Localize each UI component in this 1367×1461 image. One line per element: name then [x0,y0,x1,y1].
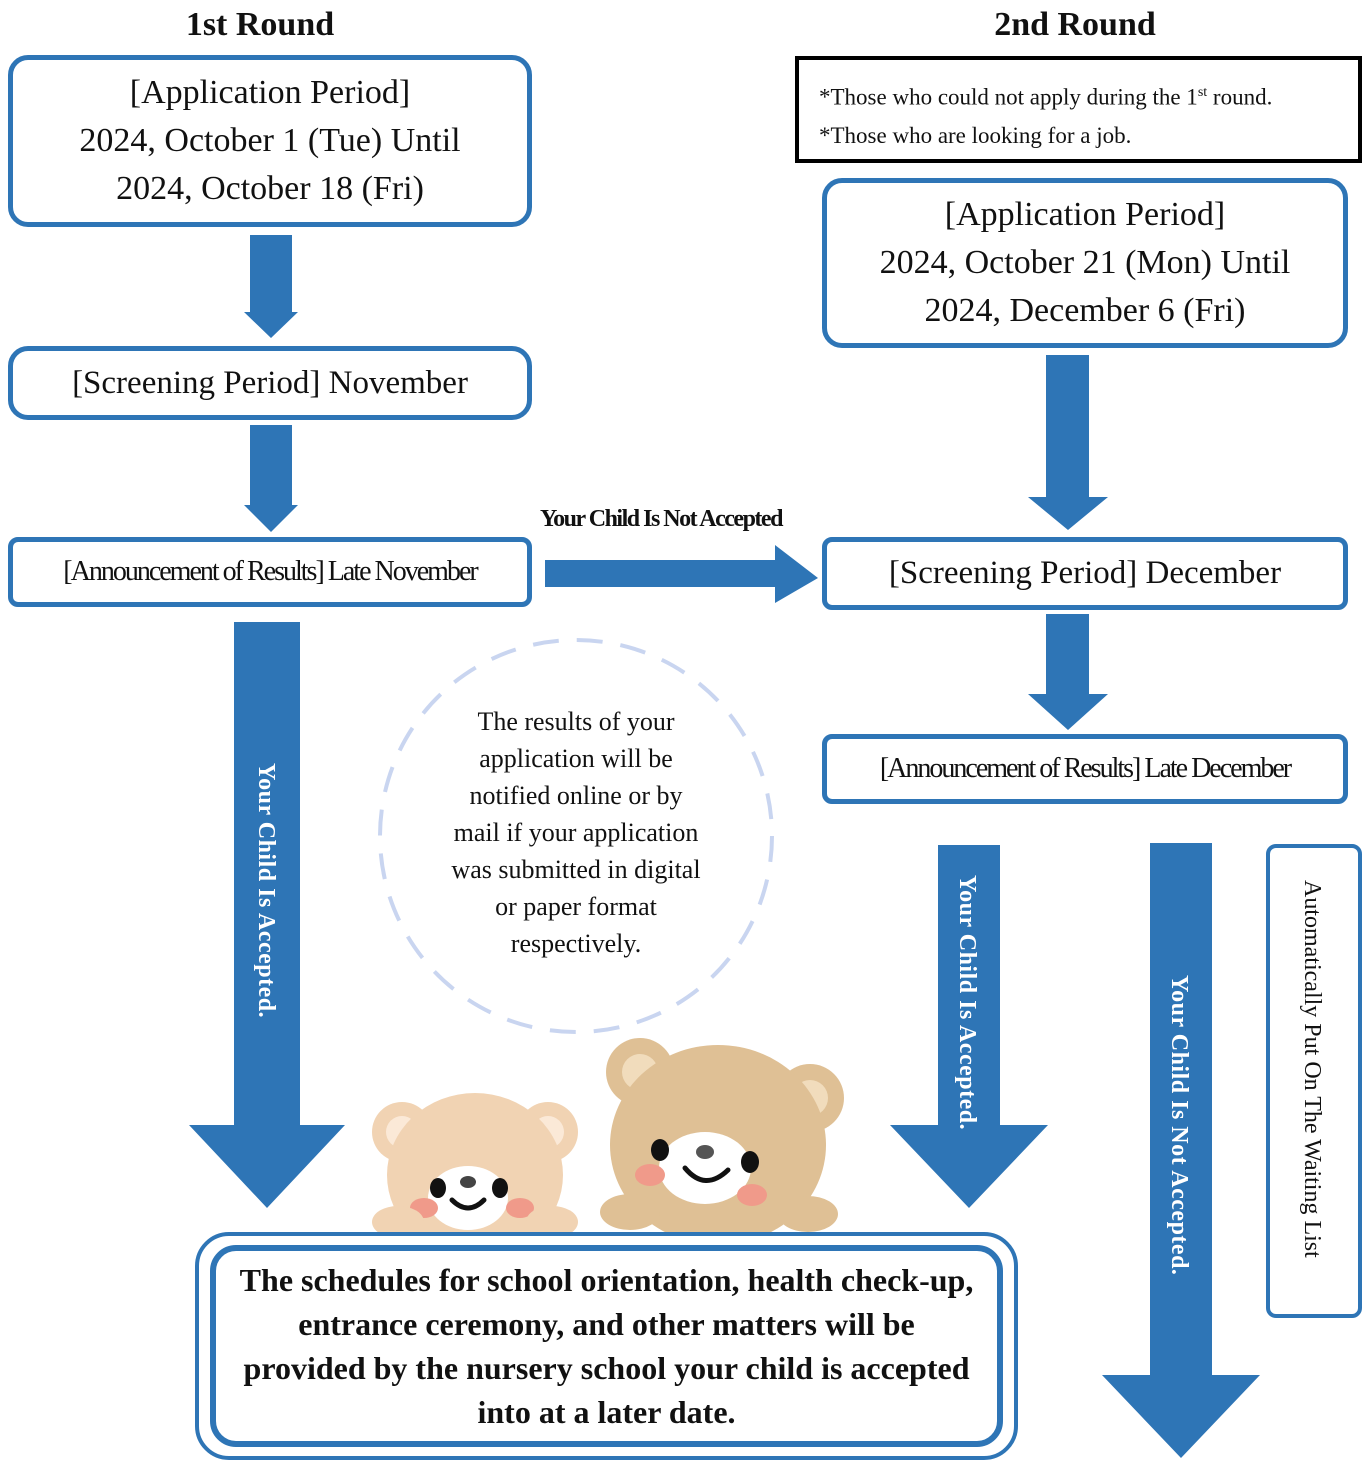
note-line: The results of your [477,707,675,736]
round1-accepted-label: Your Child Is Accepted. [253,763,279,1019]
round1-application-end: 2024, October 18 (Fri) [116,170,424,207]
arrow-down-r2-app-to-screening [1028,355,1108,530]
arrow-down-r1-app-to-screening [244,235,298,338]
note-line: or paper format [495,892,657,921]
note-line: mail if your application [453,818,699,847]
dashed-note-circle [378,638,774,1034]
arrow-down-r2-accepted [890,845,1048,1208]
round2-note-line1: *Those who could not apply during the 1s… [819,84,1273,110]
waiting-list-text: Automatically Put On The Waiting List [1299,880,1325,1258]
results-notification-note: The results of your application will be … [406,703,746,962]
arrow-down-r2-not-accepted [1102,843,1260,1458]
round2-not-accepted-label: Your Child Is Not Accepted. [1166,975,1192,1276]
round2-eligibility-note: *Those who could not apply during the 1s… [795,56,1362,163]
note-line: respectively. [510,929,642,958]
round2-screening-box: [Screening Period] December [822,537,1348,610]
round2-application-box: [Application Period] 2024, October 21 (M… [822,178,1348,348]
round2-screening-text: [Screening Period] December [888,555,1282,591]
round1-announcement-box: [Announcement of Results] Late November [8,537,532,607]
round1-screening-text: [Screening Period] November [72,364,468,401]
arrow-down-r1-screening-to-announcement [244,425,298,532]
bear-left-illustration [372,1093,578,1257]
final-message-text: The schedules for school orientation, he… [239,1262,974,1430]
arrow-down-r1-accepted [189,622,345,1208]
note-line: was submitted in digital [451,855,701,884]
final-message-box: The schedules for school orientation, he… [210,1245,1003,1447]
note-line: notified online or by [469,781,683,810]
round1-application-title: [Application Period] [129,74,411,111]
transfer-not-accepted-label: Your Child Is Not Accepted [540,506,783,532]
arrow-down-r2-screening-to-announcement [1028,614,1108,730]
round2-accepted-label: Your Child Is Accepted. [954,875,980,1131]
round1-application-start: 2024, October 1 (Tue) Until [79,122,461,159]
arrow-right-transfer [545,545,818,603]
round2-note-line2: *Those who are looking for a job. [819,122,1132,148]
round1-heading: 1st Round [185,6,335,43]
round2-announcement-text: [Announcement of Results] Late December [879,753,1292,784]
round2-announcement-box: [Announcement of Results] Late December [822,734,1348,804]
round2-application-end: 2024, December 6 (Fri) [924,292,1246,329]
round2-application-title: [Application Period] [944,196,1226,233]
round2-application-start: 2024, October 21 (Mon) Until [879,244,1291,281]
round2-heading: 2nd Round [994,6,1156,43]
bear-right-illustration [600,1038,844,1245]
round1-announcement-text: [Announcement of Results] Late November [63,556,478,587]
note-line: application will be [479,744,673,773]
round1-application-box: [Application Period] 2024, October 1 (Tu… [8,55,532,227]
round1-screening-box: [Screening Period] November [8,346,532,420]
waiting-list-box: Automatically Put On The Waiting List [1266,844,1362,1318]
